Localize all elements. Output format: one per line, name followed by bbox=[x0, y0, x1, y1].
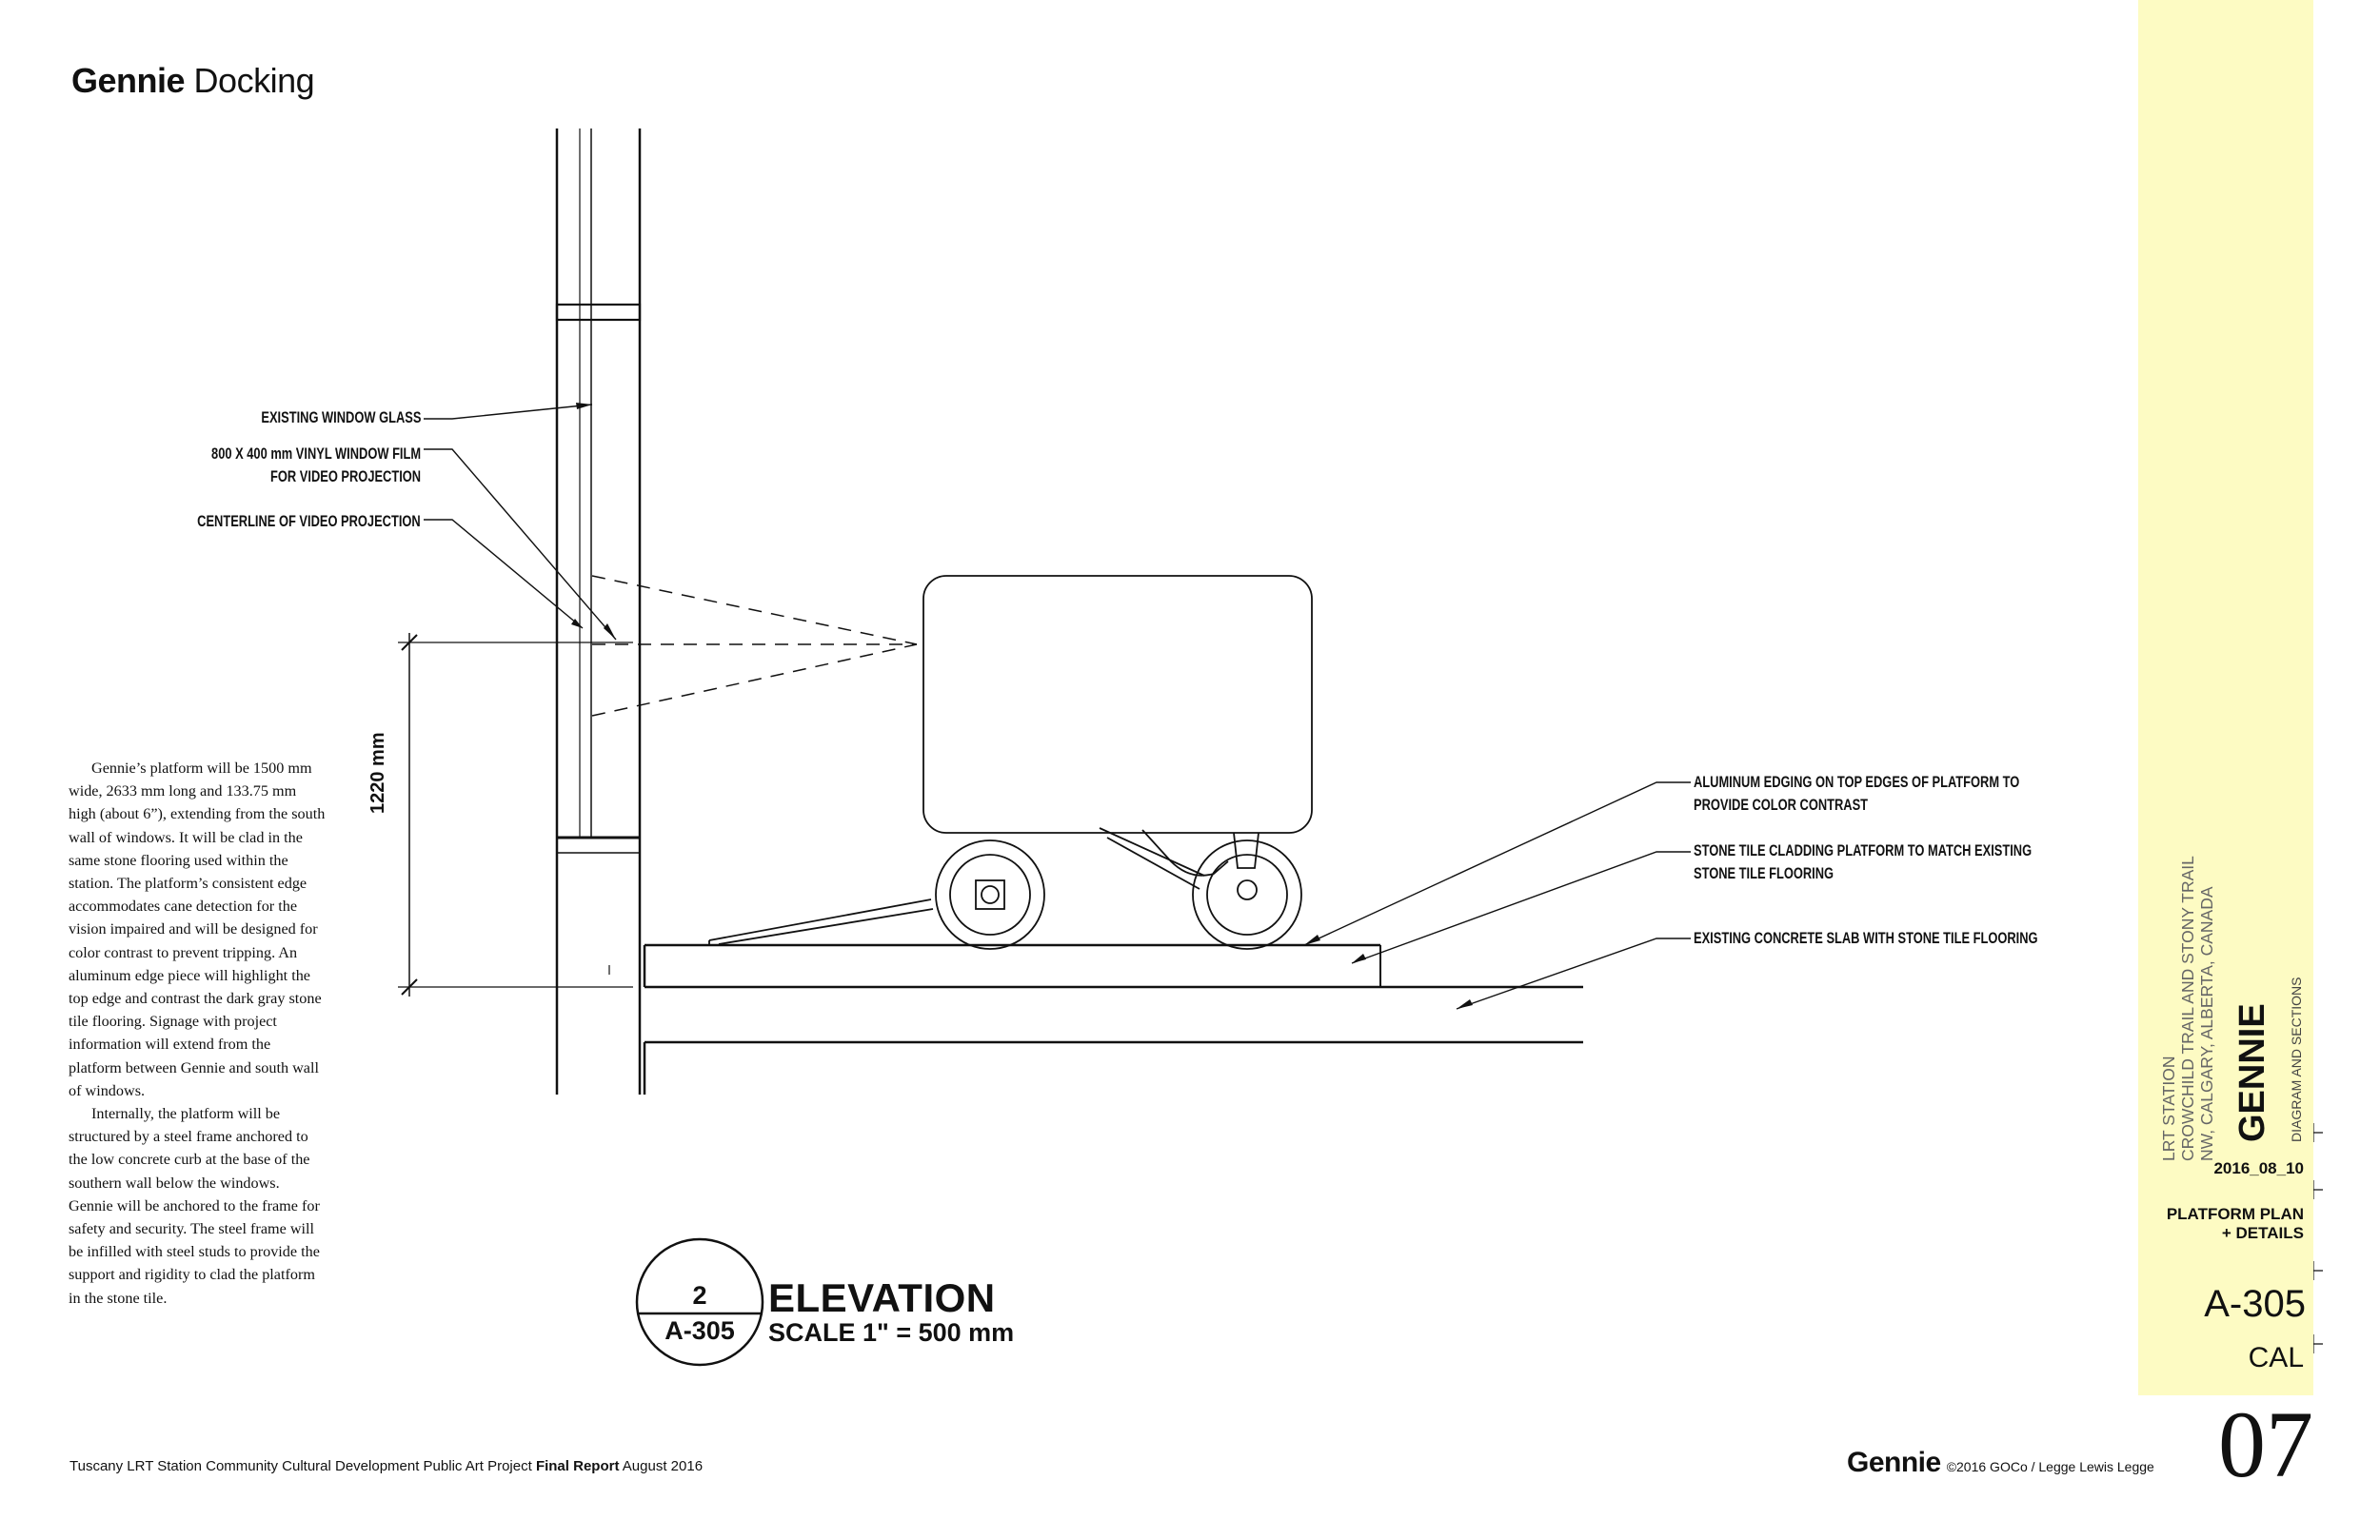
note-vinyl-film: 800 X 400 mm VINYL WINDOW FILM FOR VIDEO… bbox=[210, 445, 421, 485]
dimension-tick bbox=[401, 634, 418, 651]
note-centerline: CENTERLINE OF VIDEO PROJECTION bbox=[197, 513, 421, 530]
callout-sheet: A-305 bbox=[664, 1316, 735, 1345]
note-window-glass: EXISTING WINDOW GLASS bbox=[260, 409, 421, 426]
title-block-ticks bbox=[2304, 1123, 2323, 1353]
gennie-cart bbox=[708, 575, 1313, 950]
footer-brand: Gennie bbox=[1847, 1447, 1941, 1478]
note-concrete-slab: EXISTING CONCRETE SLAB WITH STONE TILE F… bbox=[1694, 930, 2038, 947]
description-text: Gennie’s platform will be 1500 mm wide, … bbox=[69, 757, 326, 1310]
paragraph: Gennie’s platform will be 1500 mm wide, … bbox=[69, 760, 326, 1099]
page-title: Gennie Docking bbox=[71, 61, 315, 100]
sheet-name: PLATFORM PLAN + DETAILS bbox=[2166, 1205, 2304, 1242]
page-number: 07 bbox=[2218, 1392, 2313, 1497]
footer-report: Tuscany LRT Station Community Cultural D… bbox=[69, 1458, 704, 1474]
leader-lines bbox=[424, 404, 1691, 1010]
window-mullion bbox=[555, 303, 642, 322]
drawing-scale: SCALE 1" = 500 mm bbox=[768, 1318, 1015, 1347]
title-block bbox=[2138, 0, 2313, 1395]
sheet-code: CAL bbox=[2248, 1342, 2304, 1373]
footer-credit: Gennie©2016 GOCo / Legge Lewis Legge bbox=[1847, 1447, 2154, 1478]
note-stone-tile: STONE TILE CLADDING PLATFORM TO MATCH EX… bbox=[1694, 842, 2033, 882]
drawing-title: ELEVATION bbox=[768, 1275, 996, 1320]
sheet-number: A-305 bbox=[2204, 1283, 2306, 1325]
dimension-tick bbox=[401, 978, 418, 996]
project-location: LRT STATION CROWCHILD TRAIL AND STONY TR… bbox=[2159, 856, 2216, 1161]
projection-cone bbox=[591, 575, 918, 717]
paragraph: Internally, the platform will be structu… bbox=[69, 1105, 320, 1307]
project-name: GENNIE bbox=[2232, 1003, 2272, 1142]
callout-number: 2 bbox=[692, 1281, 707, 1310]
dimension-label: 1220 mm bbox=[367, 732, 388, 814]
project-subtitle: DIAGRAM AND SECTIONS bbox=[2289, 977, 2304, 1142]
section-callout-circle bbox=[635, 1237, 764, 1367]
leader-arrowheads bbox=[571, 403, 1473, 1009]
note-aluminum-edging: ALUMINUM EDGING ON TOP EDGES OF PLATFORM… bbox=[1694, 774, 2020, 814]
issue-date: 2016_08_10 bbox=[2213, 1159, 2304, 1177]
